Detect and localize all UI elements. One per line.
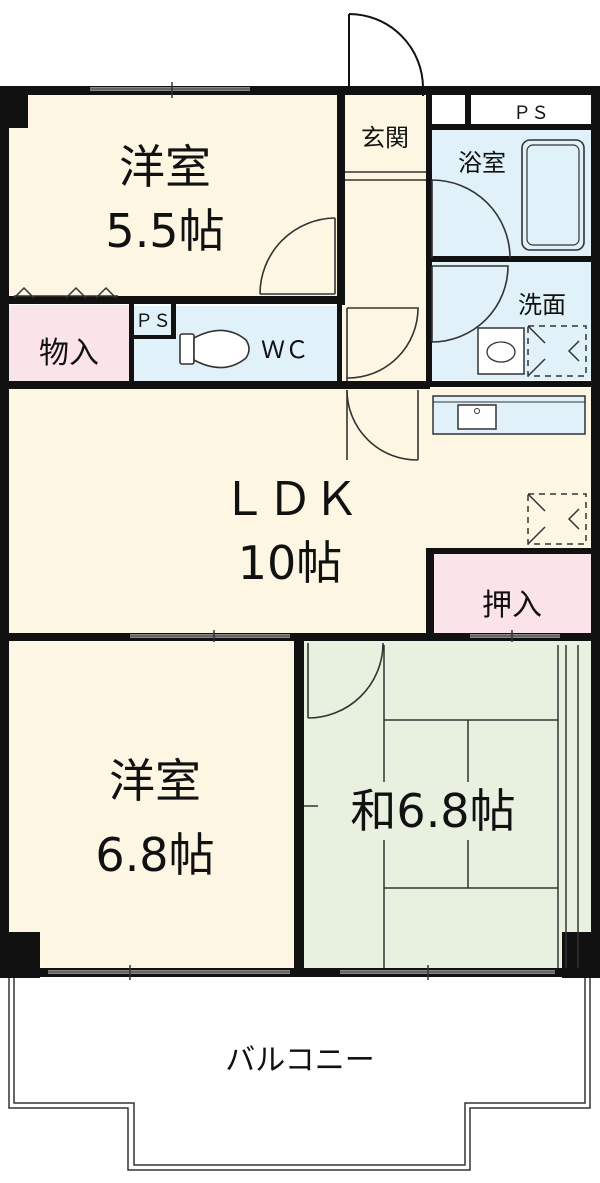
- washroom-label: 洗面: [518, 291, 566, 319]
- balcony-outline: [8, 978, 591, 1171]
- door-washroom: [431, 265, 509, 343]
- door-wc: [346, 307, 419, 381]
- ps-small-label: ＰＳ: [135, 311, 171, 332]
- wc-label: ＷＣ: [261, 336, 309, 364]
- entrance-door: [348, 13, 424, 96]
- closet-label: 押入: [482, 588, 542, 623]
- western-room-south-floor: [8, 640, 298, 970]
- western-room-south-name: 洋室: [109, 754, 201, 808]
- walls: [0, 86, 600, 978]
- sink-icon: [457, 404, 497, 430]
- closet-floor: [429, 553, 593, 634]
- entrance-label: 玄関: [361, 124, 409, 152]
- western-room-north-floor: [8, 92, 341, 300]
- door-ldk: [346, 389, 419, 461]
- washbasin-icon: [477, 327, 525, 375]
- bath-label: 浴室: [458, 149, 506, 177]
- washer-space-icon: [527, 325, 587, 377]
- closet-bifold-doors: [13, 286, 118, 299]
- japanese-room-label: 和6.8帖: [318, 782, 548, 840]
- ldk-name: ＬＤＫ: [221, 472, 359, 526]
- bathtub-icon: [521, 139, 585, 251]
- door-japanese: [307, 643, 384, 719]
- fridge-space-icon: [527, 493, 587, 545]
- western-room-north-name: 洋室: [119, 140, 211, 194]
- door-western-north: [259, 217, 336, 295]
- door-bath: [431, 179, 511, 259]
- door-entrance-inner: [345, 171, 426, 181]
- storage-floor: [8, 305, 130, 381]
- western-room-north-size: 5.5帖: [105, 204, 225, 258]
- ps-top-floor: [470, 95, 592, 125]
- western-room-south-size: 6.8帖: [95, 828, 215, 882]
- toilet-icon: [179, 329, 250, 369]
- windows: [48, 82, 560, 980]
- balcony-label: バルコニー: [225, 1043, 375, 1078]
- storage-label: 物入: [39, 336, 99, 371]
- ps-top-label: ＰＳ: [513, 103, 549, 124]
- ldk-size: 10帖: [237, 536, 343, 590]
